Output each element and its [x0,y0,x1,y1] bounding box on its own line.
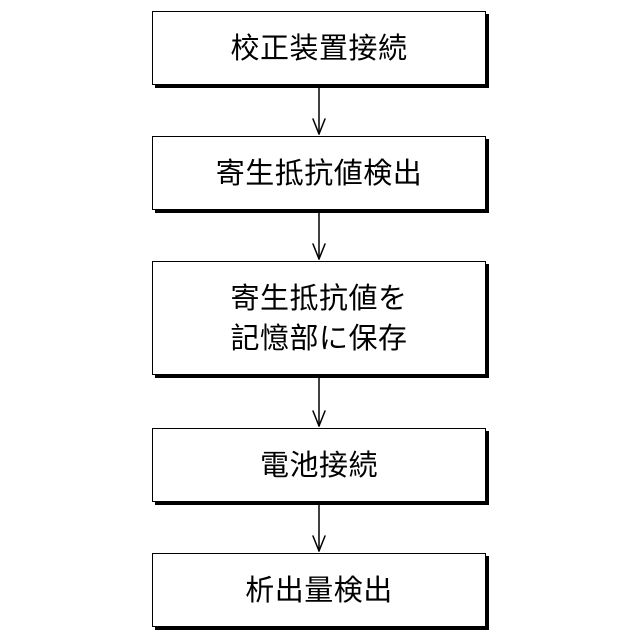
arrow-step3-to-step4 [313,378,325,426]
arrow-step1-to-step2 [313,88,325,134]
arrow-step2-to-step3 [313,213,325,259]
arrow-step4-to-step5 [313,505,325,551]
